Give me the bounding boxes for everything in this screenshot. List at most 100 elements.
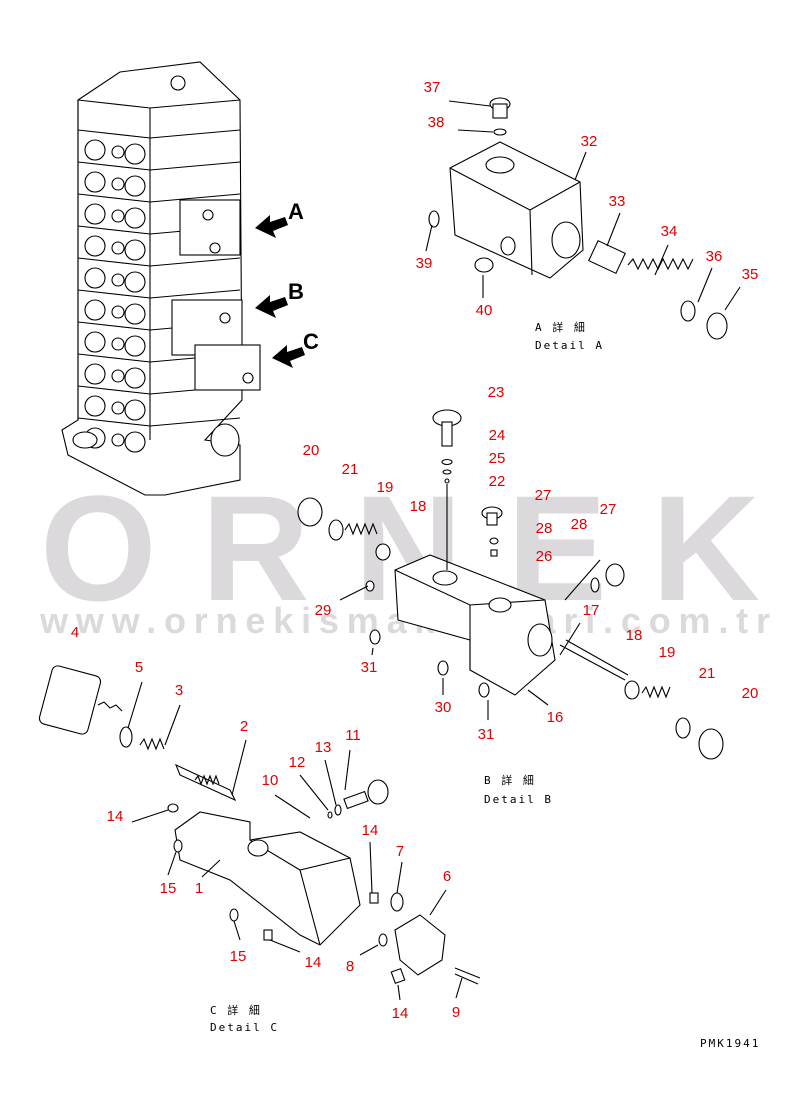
valve-port xyxy=(111,145,125,159)
valve-port xyxy=(111,241,125,255)
valve-port xyxy=(124,399,146,421)
part-label: 10 xyxy=(262,772,279,789)
valve-port xyxy=(124,175,146,197)
arrow-a-label: A xyxy=(288,199,304,224)
valve-port xyxy=(124,271,146,293)
part-labels: 3738323334363539402324252220211918272826… xyxy=(71,79,759,1022)
part-label: 9 xyxy=(452,1004,460,1021)
detail-a-drawing xyxy=(425,97,741,340)
part-label: 14 xyxy=(362,822,379,839)
part-label: 39 xyxy=(416,255,433,272)
part-label: 11 xyxy=(345,727,361,744)
valve-slice xyxy=(77,417,241,427)
valve-port xyxy=(124,431,146,453)
detail-b-drawing xyxy=(297,409,724,760)
part-label: 17 xyxy=(583,602,600,619)
valve-port xyxy=(84,139,106,161)
part-label: 20 xyxy=(303,442,320,459)
part-label: 7 xyxy=(396,843,404,860)
valve-slice xyxy=(77,129,241,139)
part-label: 30 xyxy=(435,699,452,716)
part-label: 38 xyxy=(428,114,445,131)
valve-port xyxy=(111,433,125,447)
part-label: 12 xyxy=(289,754,306,771)
valve-slice xyxy=(77,161,241,171)
valve-port xyxy=(124,143,146,165)
part-label: 6 xyxy=(443,868,451,885)
valve-port xyxy=(124,207,146,229)
caption-c-en: Detail C xyxy=(210,1021,279,1034)
part-label: 34 xyxy=(661,223,678,240)
valve-port xyxy=(84,331,106,353)
valve-port xyxy=(111,337,125,351)
valve-port xyxy=(111,369,125,383)
part-label: 19 xyxy=(659,644,676,661)
part-label: 19 xyxy=(377,479,394,496)
part-label: 33 xyxy=(609,193,626,210)
valve-port xyxy=(124,335,146,357)
part-label: 2 xyxy=(240,718,248,735)
part-label: 29 xyxy=(315,602,332,619)
part-label: 27 xyxy=(535,487,552,504)
part-label: 3 xyxy=(175,682,183,699)
valve-port xyxy=(84,235,106,257)
part-label: 32 xyxy=(581,133,598,150)
part-label: 1 xyxy=(195,880,203,897)
part-label: 18 xyxy=(626,627,643,644)
caption-a-en: Detail A xyxy=(535,339,604,352)
valve-port xyxy=(84,171,106,193)
valve-port xyxy=(111,209,125,223)
arrow-b-label: B xyxy=(288,279,304,304)
arrow-a-icon xyxy=(255,215,288,238)
part-label: 14 xyxy=(392,1005,409,1022)
part-label: 15 xyxy=(160,880,177,897)
part-label: 16 xyxy=(547,709,564,726)
part-label: 21 xyxy=(699,665,716,682)
part-label: 22 xyxy=(489,473,506,490)
valve-port xyxy=(111,305,125,319)
valve-port xyxy=(111,401,125,415)
caption-b-en: Detail B xyxy=(484,793,553,806)
valve-port xyxy=(111,273,125,287)
captions: A 詳 細 Detail A B 詳 細 Detail B C 詳 細 Deta… xyxy=(210,320,760,1050)
valve-port xyxy=(84,203,106,225)
detail-arrows: A B C xyxy=(255,199,319,368)
part-label: 13 xyxy=(315,739,332,756)
caption-c-jp: C 詳 細 xyxy=(210,1003,262,1017)
part-label: 8 xyxy=(346,958,354,975)
part-label: 18 xyxy=(410,498,427,515)
part-label: 4 xyxy=(71,624,79,641)
part-label: 40 xyxy=(476,302,493,319)
valve-port xyxy=(84,395,106,417)
part-label: 23 xyxy=(488,384,505,401)
part-label: 5 xyxy=(135,659,143,676)
arrow-b-icon xyxy=(255,295,288,318)
arrow-c-label: C xyxy=(303,329,319,354)
part-label: 21 xyxy=(342,461,359,478)
part-label: 27 xyxy=(600,501,617,518)
valve-port xyxy=(124,303,146,325)
valve-port xyxy=(111,177,125,191)
part-label: 35 xyxy=(742,266,759,283)
part-label: 25 xyxy=(489,450,506,467)
drawing-code: PMK1941 xyxy=(700,1037,760,1050)
caption-a-jp: A 詳 細 xyxy=(535,320,587,334)
valve-port xyxy=(84,267,106,289)
main-valve-assembly xyxy=(61,61,261,496)
valve-port xyxy=(124,239,146,261)
part-label: 14 xyxy=(305,954,322,971)
part-label: 24 xyxy=(489,427,506,444)
arrow-c-icon xyxy=(272,345,305,368)
part-label: 31 xyxy=(361,659,378,676)
part-label: 15 xyxy=(230,948,247,965)
valve-port xyxy=(124,367,146,389)
part-label: 20 xyxy=(742,685,759,702)
caption-b-jp: B 詳 細 xyxy=(484,773,536,787)
part-label: 28 xyxy=(536,520,553,537)
valve-port xyxy=(84,363,106,385)
part-label: 37 xyxy=(424,79,441,96)
part-label: 31 xyxy=(478,726,495,743)
valve-slice xyxy=(77,193,241,203)
part-label: 36 xyxy=(706,248,723,265)
